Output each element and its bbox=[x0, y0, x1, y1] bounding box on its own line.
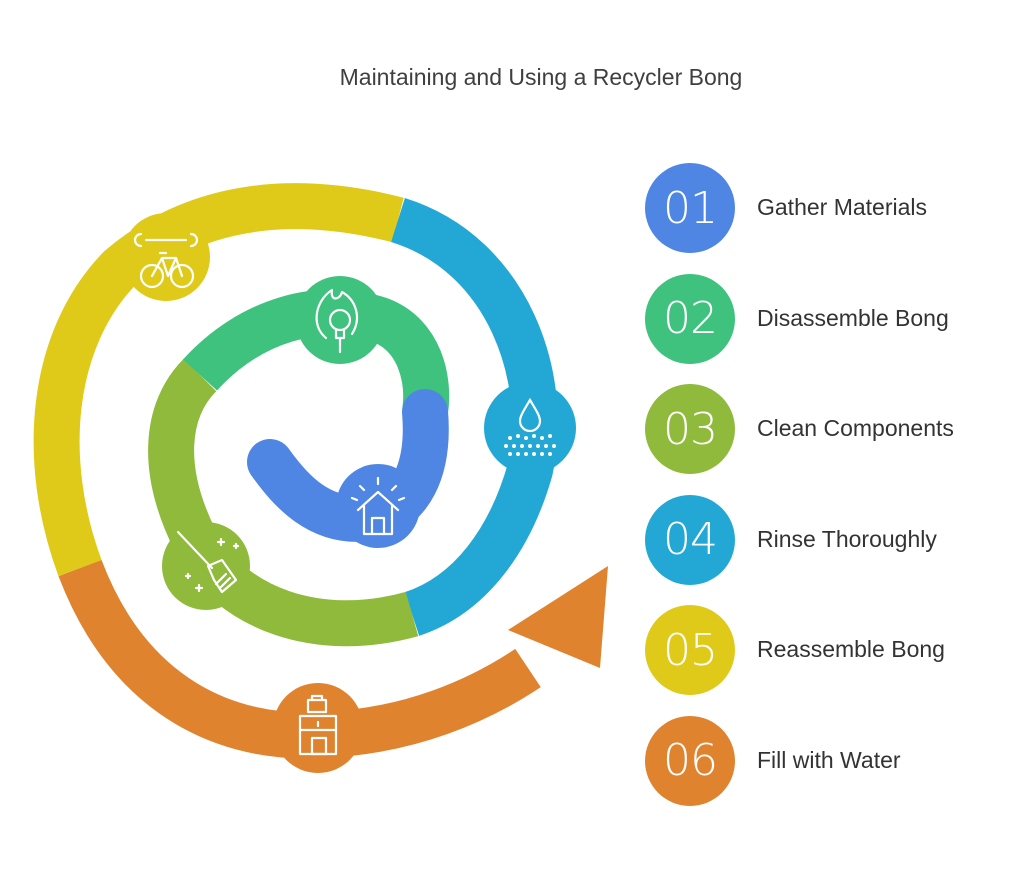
segment-06-arrowhead bbox=[508, 566, 608, 668]
step-label: Reassemble Bong bbox=[757, 636, 945, 662]
step-number-badge: 01 bbox=[645, 163, 735, 253]
badge-01 bbox=[336, 464, 420, 548]
step-item-03: 03 Clean Components bbox=[642, 381, 1024, 492]
step-item-01: 01 Gather Materials bbox=[642, 160, 1024, 271]
water-cooler-icon bbox=[298, 694, 338, 756]
step-list: 01 Gather Materials 02 Disassemble Bong … bbox=[642, 160, 1024, 823]
step-item-06: 06 Fill with Water bbox=[642, 713, 1024, 824]
badge-03 bbox=[162, 522, 250, 610]
step-item-02: 02 Disassemble Bong bbox=[642, 271, 1024, 382]
segment-05-arc bbox=[33, 183, 404, 576]
badge-04 bbox=[484, 382, 576, 474]
step-number-badge: 04 bbox=[645, 494, 735, 585]
badge-02 bbox=[296, 276, 384, 364]
step-number-badge: 02 bbox=[645, 273, 735, 364]
lightbulb-flame-icon bbox=[315, 288, 359, 354]
step-label: Clean Components bbox=[757, 415, 954, 441]
badge-05 bbox=[122, 213, 210, 301]
step-label: Gather Materials bbox=[757, 194, 928, 220]
badge-06 bbox=[273, 683, 363, 773]
step-item-04: 04 Rinse Thoroughly bbox=[642, 492, 1024, 603]
diagram-title: Maintaining and Using a Recycler Bong bbox=[339, 64, 743, 90]
step-label: Rinse Thoroughly bbox=[757, 525, 937, 552]
broom-sparkle-icon bbox=[176, 530, 240, 594]
step-number-badge: 06 bbox=[645, 715, 735, 806]
step-number-badge: 05 bbox=[645, 605, 735, 695]
water-drop-spray-icon bbox=[504, 397, 556, 456]
step-label: Fill with Water bbox=[757, 746, 901, 773]
step-item-05: 05 Reassemble Bong bbox=[642, 602, 1024, 713]
house-icon bbox=[350, 476, 406, 536]
step-number-badge: 03 bbox=[645, 384, 735, 474]
step-label: Disassemble Bong bbox=[757, 304, 949, 331]
wrench-bicycle-icon bbox=[133, 232, 199, 289]
